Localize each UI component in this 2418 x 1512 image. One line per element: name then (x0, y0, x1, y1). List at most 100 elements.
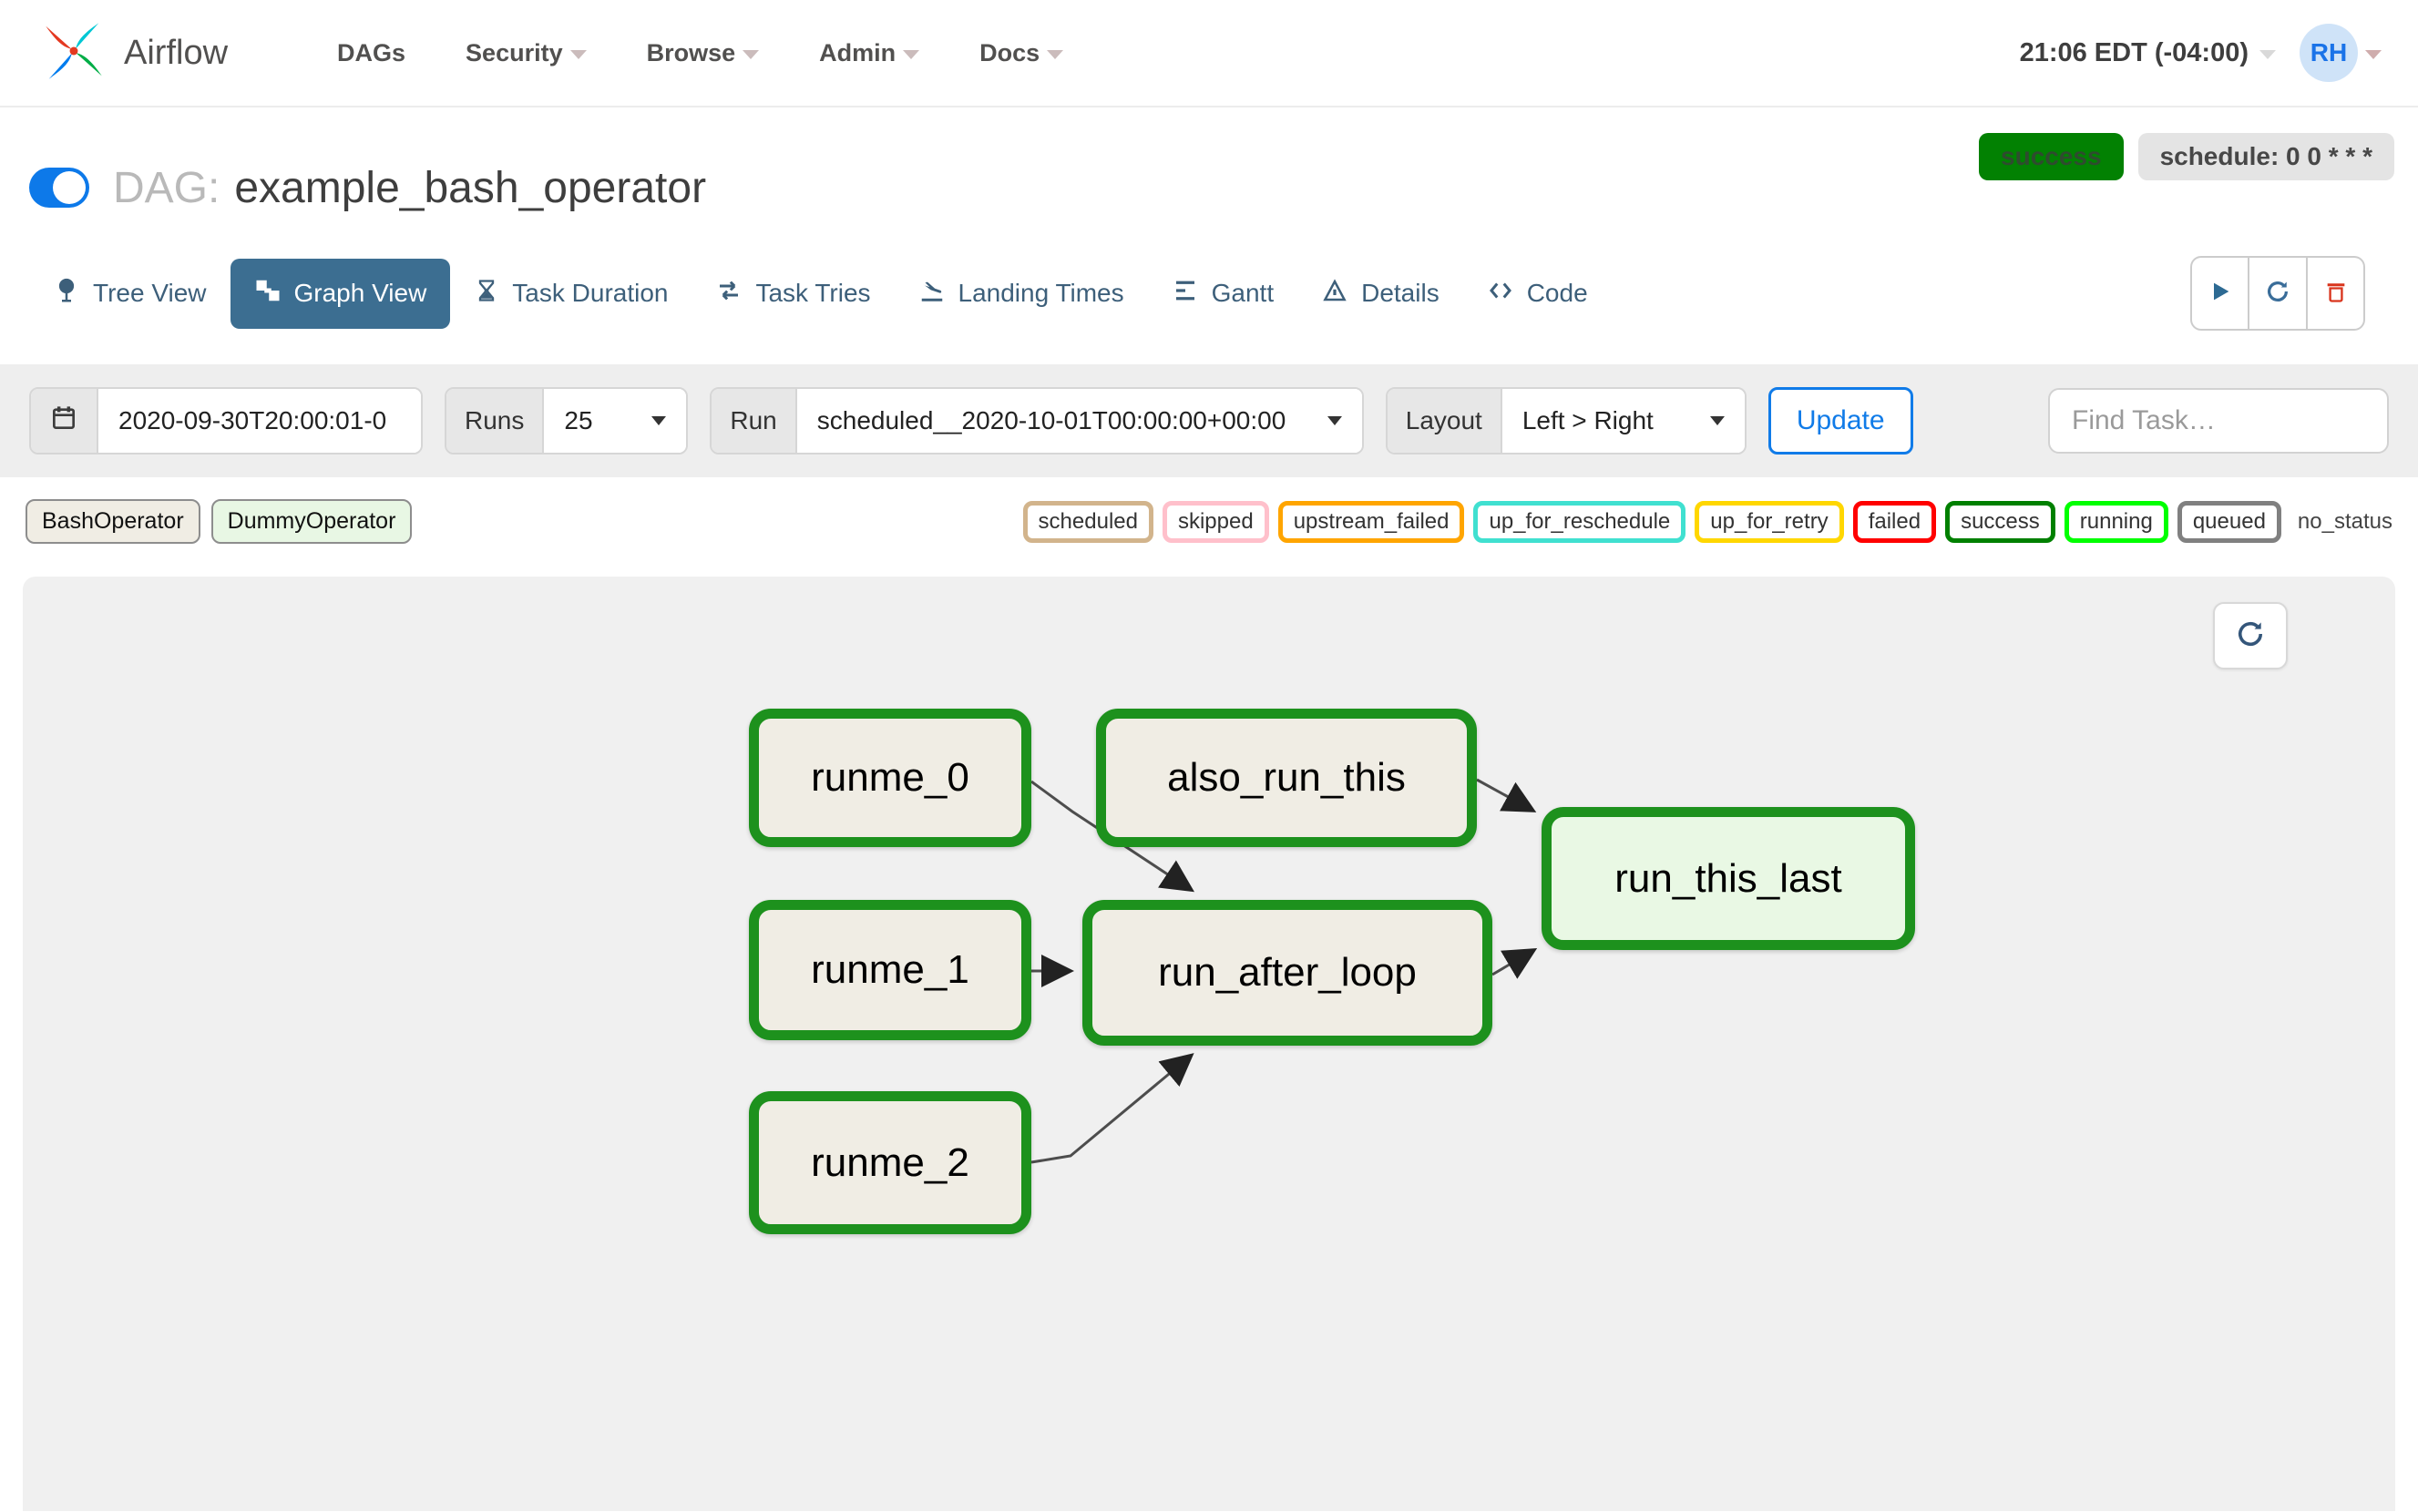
gantt-icon (1172, 277, 1199, 311)
play-icon (2208, 279, 2233, 309)
tab-task-tries[interactable]: Task Tries (692, 259, 894, 329)
tab-label: Tree View (93, 279, 207, 307)
run-label: Run (712, 389, 797, 453)
legend-row: BashOperator DummyOperator scheduled ski… (0, 499, 2418, 544)
tab-gantt[interactable]: Gantt (1148, 259, 1297, 329)
state-legend-upstream-failed[interactable]: upstream_failed (1277, 500, 1465, 543)
state-legend-queued[interactable]: queued (2177, 500, 2281, 543)
runs-value: 25 (564, 406, 593, 434)
state-legend-up-for-reschedule[interactable]: up_for_reschedule (1473, 500, 1686, 543)
run-select[interactable]: scheduled__2020-10-01T00:00:00+00:00 (796, 389, 1362, 453)
base-date-input[interactable] (118, 406, 401, 435)
nav-menu: DAGs Security Browse Admin Docs (337, 38, 1064, 67)
refresh-icon (2234, 618, 2267, 655)
dag-graph-canvas: runme_0 also_run_this runme_1 run_after_… (23, 577, 2395, 1511)
nav-item-browse[interactable]: Browse (647, 39, 760, 67)
task-tries-icon (715, 277, 743, 311)
caret-down-icon (569, 50, 587, 59)
dag-action-buttons (2190, 256, 2365, 331)
edge-runafterloop-runthislast (1491, 947, 1538, 979)
task-node-runme-0[interactable]: runme_0 (749, 709, 1031, 847)
tree-view-icon (53, 277, 80, 311)
landing-times-icon (918, 277, 946, 311)
dag-state-badge[interactable]: success (1979, 133, 2124, 180)
graph-refresh-button[interactable] (2213, 602, 2288, 669)
tab-label: Code (1526, 279, 1588, 307)
edge-alsorunthis-runthislast (1476, 778, 1537, 812)
tab-tree-view[interactable]: Tree View (29, 259, 231, 329)
caret-down-icon (743, 50, 760, 59)
nav-item-docs[interactable]: Docs (979, 38, 1064, 67)
select-chevron-icon (651, 416, 667, 425)
schedule-badge[interactable]: schedule: 0 0 * * * (2137, 133, 2394, 180)
operator-legend-bash: BashOperator (26, 499, 200, 544)
tab-details[interactable]: Details (1297, 259, 1463, 329)
top-navbar: Airflow DAGs Security Browse Admin Docs … (0, 0, 2418, 107)
state-legend-running[interactable]: running (2064, 500, 2168, 543)
page-title: example_bash_operator (234, 163, 707, 212)
tab-label: Landing Times (958, 279, 1124, 307)
timezone-selector[interactable]: 21:06 EDT (-04:00) (2020, 38, 2276, 68)
tab-label: Task Duration (512, 279, 669, 307)
refresh-icon (2264, 278, 2291, 310)
runs-group: Runs 25 (445, 387, 689, 455)
dag-label: DAG: (113, 163, 220, 212)
dag-header: DAG: example_bash_operator success sched… (0, 133, 2418, 231)
nav-item-security[interactable]: Security (466, 39, 587, 67)
base-date-group (29, 387, 423, 455)
task-node-run-this-last[interactable]: run_this_last (1542, 807, 1915, 950)
select-chevron-icon (1327, 416, 1342, 425)
runs-select[interactable]: 25 (544, 389, 687, 453)
user-menu[interactable]: RH (2300, 24, 2382, 82)
caret-down-icon (2259, 50, 2276, 59)
nav-item-admin[interactable]: Admin (819, 39, 920, 67)
run-group: Run scheduled__2020-10-01T00:00:00+00:00 (710, 387, 1364, 455)
calendar-button[interactable] (31, 389, 98, 453)
task-node-also-run-this[interactable]: also_run_this (1096, 709, 1477, 847)
edge-runme0-runafterloop (1030, 780, 1195, 893)
state-legend-skipped[interactable]: skipped (1162, 500, 1269, 543)
nav-item-label: Browse (646, 38, 736, 66)
task-node-runme-2[interactable]: runme_2 (749, 1091, 1031, 1234)
code-icon (1487, 277, 1514, 311)
view-tabs: Tree View Graph View Task Duration Task … (0, 255, 2418, 332)
delete-dag-button[interactable] (2307, 256, 2365, 331)
layout-select[interactable]: Left > Right (1501, 389, 1745, 453)
nav-item-label: DAGs (337, 38, 406, 66)
update-button[interactable]: Update (1767, 387, 1913, 455)
task-node-run-after-loop[interactable]: run_after_loop (1082, 900, 1492, 1046)
runs-label: Runs (446, 389, 545, 453)
task-duration-icon (474, 277, 499, 311)
tab-code[interactable]: Code (1463, 259, 1612, 329)
state-legend-success[interactable]: success (1945, 500, 2055, 543)
tab-label: Task Tries (755, 279, 871, 307)
operator-legend-dummy: DummyOperator (210, 499, 413, 544)
state-legend-no-status: no_status (2297, 508, 2392, 534)
nav-item-label: Security (466, 38, 563, 66)
tab-task-duration[interactable]: Task Duration (450, 259, 692, 329)
state-legend-up-for-retry[interactable]: up_for_retry (1695, 500, 1844, 543)
tab-label: Graph View (293, 279, 427, 307)
trigger-dag-button[interactable] (2190, 256, 2249, 331)
calendar-icon (49, 403, 78, 440)
state-legend-scheduled[interactable]: scheduled (1022, 500, 1153, 543)
dag-pause-toggle[interactable] (29, 168, 89, 208)
tab-landing-times[interactable]: Landing Times (895, 259, 1148, 329)
layout-label: Layout (1387, 389, 1502, 453)
tab-label: Details (1361, 279, 1440, 307)
trash-icon (2323, 278, 2349, 310)
state-legend-failed[interactable]: failed (1852, 500, 1937, 543)
nav-item-label: Docs (979, 38, 1040, 66)
refresh-dag-button[interactable] (2249, 256, 2307, 331)
caret-down-icon (1047, 50, 1064, 59)
filter-toolbar: Runs 25 Run scheduled__2020-10-01T00:00:… (0, 364, 2418, 477)
clock-label: 21:06 EDT (-04:00) (2019, 37, 2249, 67)
find-task-input[interactable] (2048, 388, 2389, 454)
tab-graph-view[interactable]: Graph View (230, 258, 451, 329)
airflow-brand[interactable]: Airflow (36, 14, 228, 93)
caret-down-icon (2365, 50, 2382, 59)
avatar: RH (2300, 24, 2358, 82)
brand-name: Airflow (124, 33, 229, 72)
task-node-runme-1[interactable]: runme_1 (749, 900, 1031, 1040)
nav-item-dags[interactable]: DAGs (337, 39, 405, 67)
